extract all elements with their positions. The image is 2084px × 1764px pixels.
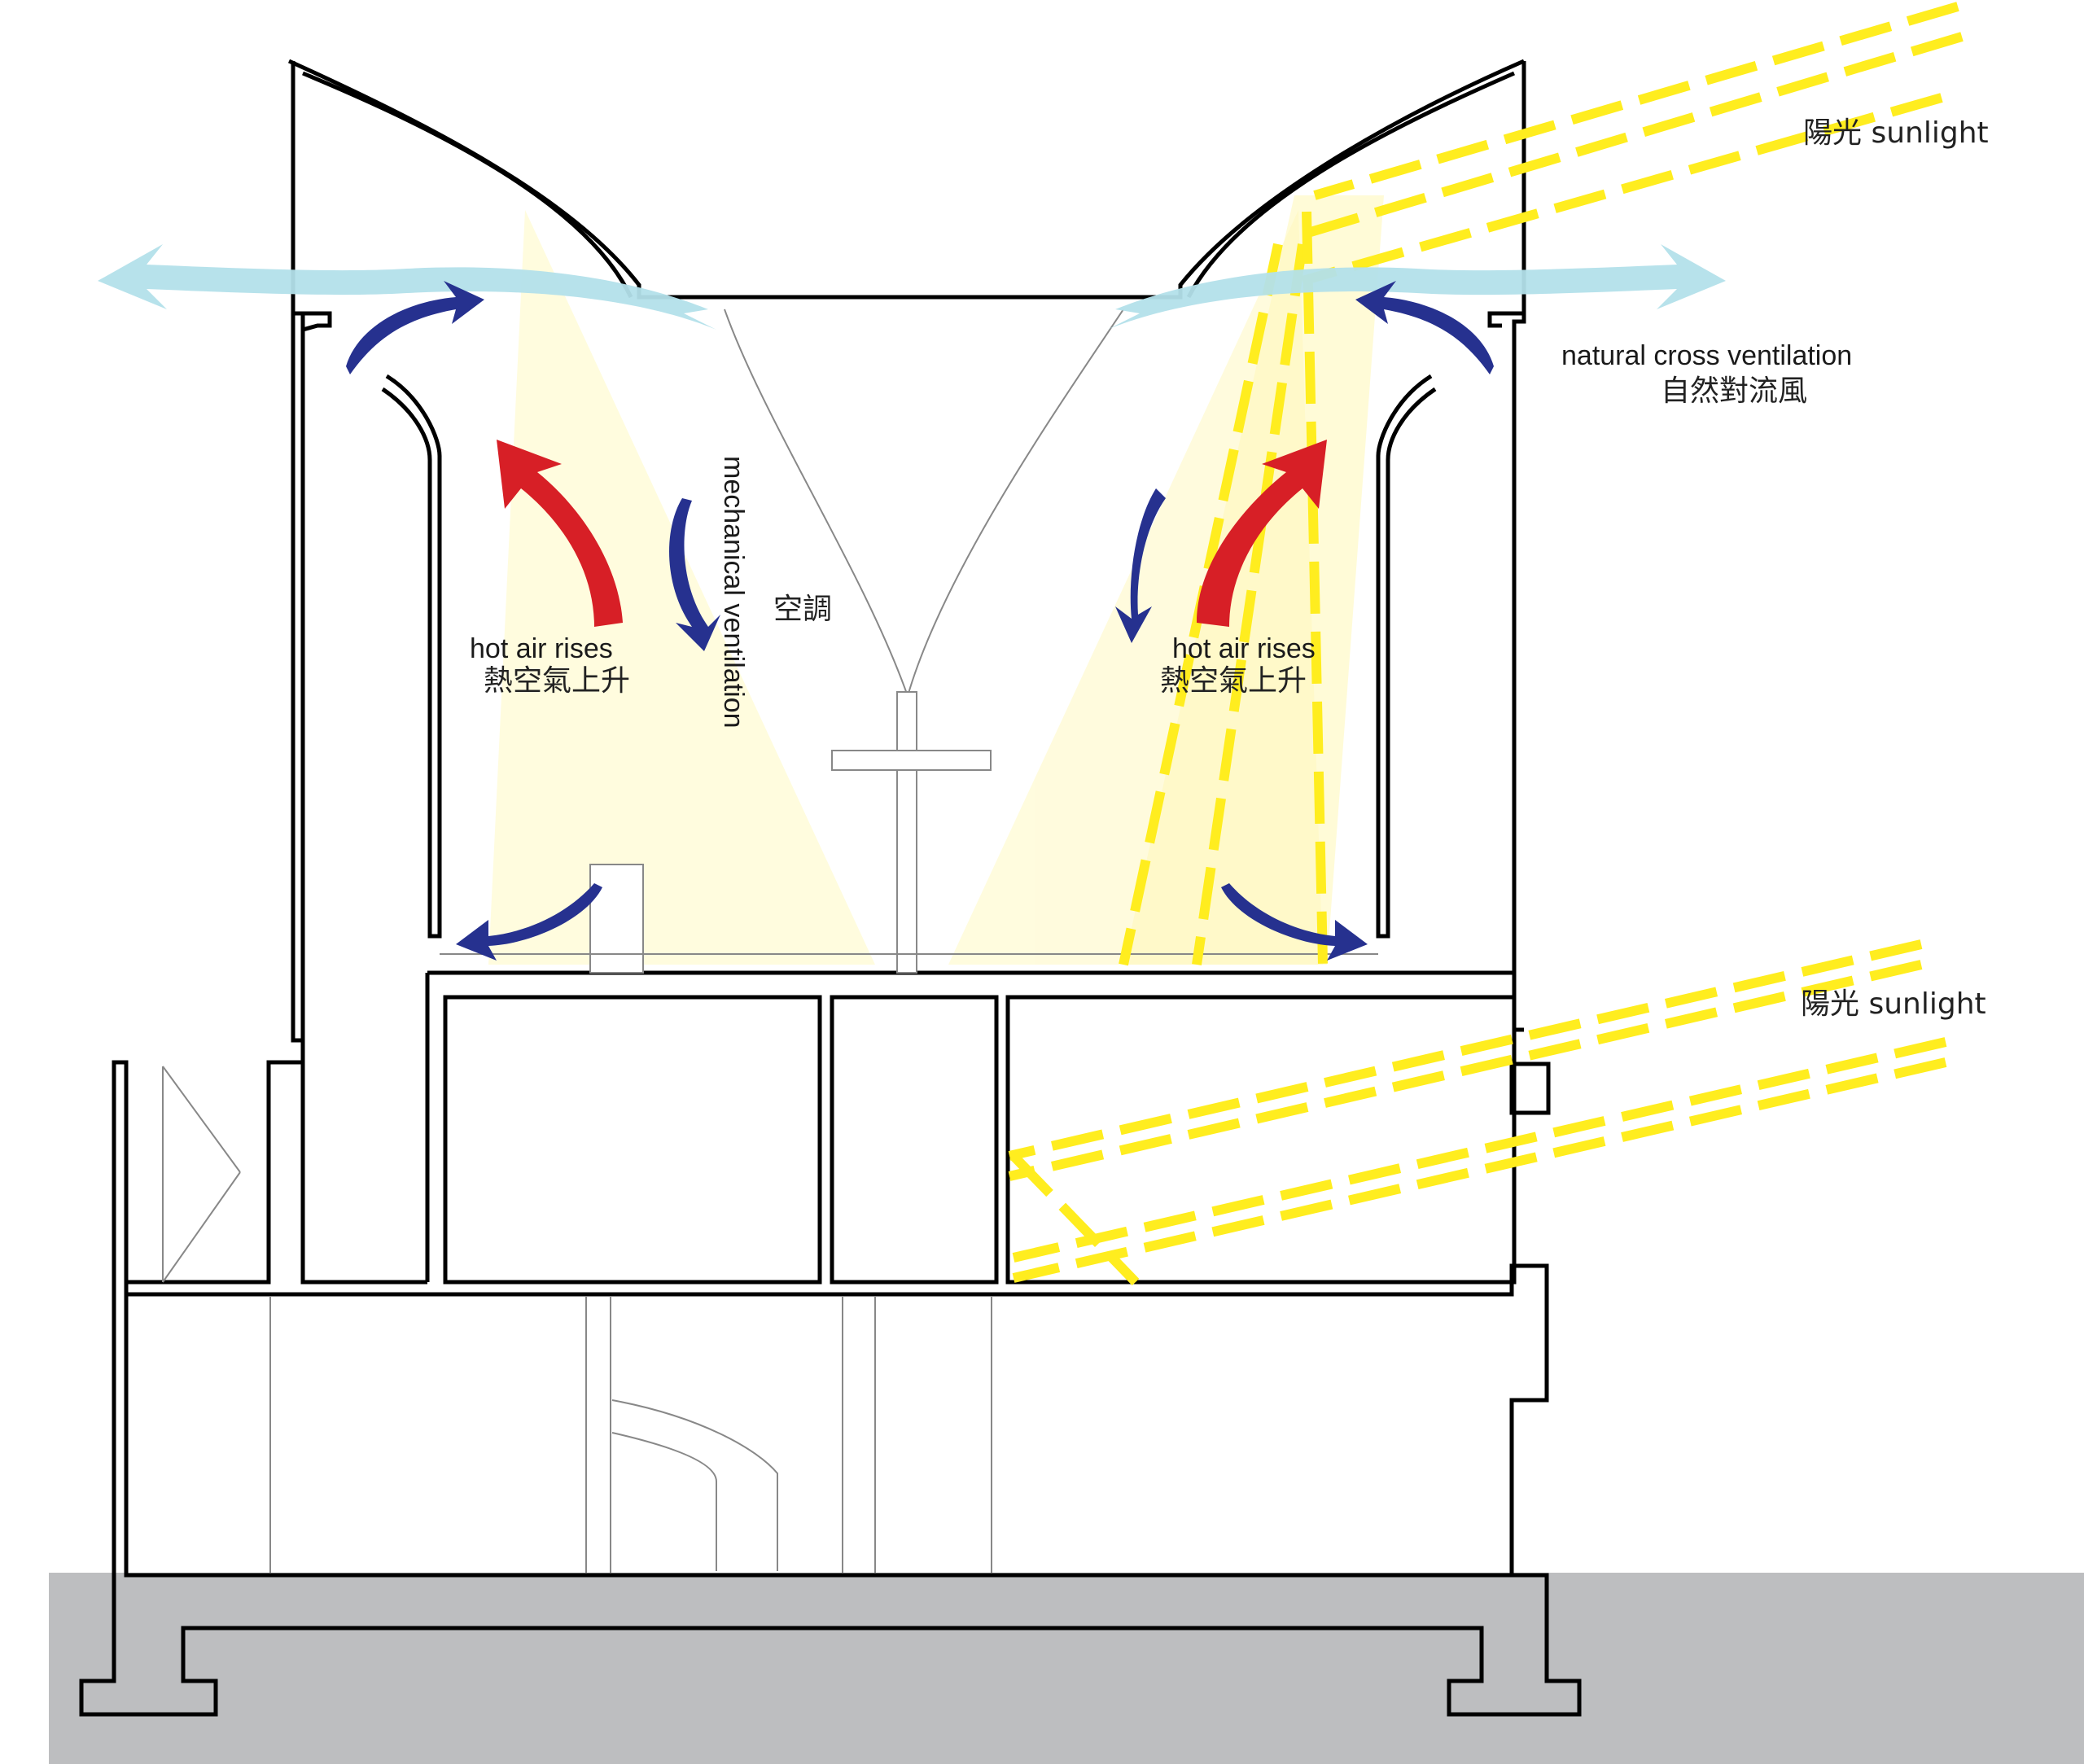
- light-cones: [488, 195, 1384, 965]
- hot-air-right-en: hot air rises: [1172, 633, 1316, 664]
- sunlight-label-top: 陽光 sunlight: [1803, 116, 1989, 150]
- hot-air-left-en: hot air rises: [470, 633, 613, 664]
- cross-vent-label-en: natural cross ventilation: [1561, 340, 1852, 371]
- sunlight-label-mid: 陽光 sunlight: [1801, 987, 1986, 1021]
- cross: [440, 309, 1378, 974]
- mech-vent-label-zh: 空調: [773, 593, 832, 626]
- mech-vent-label-en: mechanical ventilation: [718, 456, 749, 729]
- sunlight-lower: [1008, 939, 1947, 1286]
- cross-ventilation-arrows: [98, 244, 1726, 330]
- foundation: [79, 1060, 1582, 1717]
- building-outline: [287, 59, 1526, 1282]
- hot-air-right-zh: 熱空氣上升: [1160, 664, 1307, 698]
- cross-vent-label-zh: 自然對流風: [1661, 374, 1807, 408]
- ground: [49, 1573, 2084, 1764]
- mechanical-ventilation-arrows: [346, 281, 1494, 961]
- hot-air-left-zh: 熱空氣上升: [484, 664, 630, 698]
- hot-air-arrows: [497, 440, 1327, 627]
- lower-level: [124, 1066, 1549, 1575]
- middle-level-rooms: [114, 995, 1551, 1285]
